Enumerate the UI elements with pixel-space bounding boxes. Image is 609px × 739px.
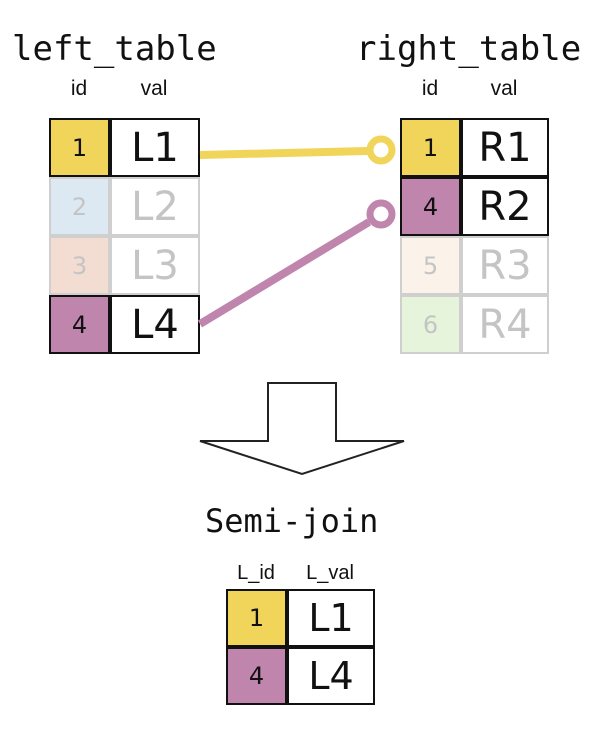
left-table-id-cell: 1 xyxy=(49,118,110,177)
left-table-val-cell: L4 xyxy=(110,295,200,354)
right-table-id-cell: 1 xyxy=(400,118,461,177)
connector-line-4 xyxy=(197,218,372,328)
right-id-header: id xyxy=(421,77,439,100)
connector-end-1 xyxy=(366,135,396,165)
left-table-id-cell: 4 xyxy=(49,295,110,354)
left-val-header: val xyxy=(140,77,168,100)
right-table-id-cell: 5 xyxy=(400,236,461,295)
connector-line-1 xyxy=(199,147,368,159)
left-table-val-cell: L3 xyxy=(110,236,200,295)
connector-end-4 xyxy=(366,199,396,229)
left-table-val-cell: L1 xyxy=(110,118,200,177)
down-arrow-icon xyxy=(199,382,405,476)
left-id-header: id xyxy=(70,77,88,100)
result-val-cell: L1 xyxy=(287,589,375,647)
right-table-val-cell: R3 xyxy=(461,236,549,295)
result-val-cell: L4 xyxy=(287,647,375,705)
right-table-val-cell: R1 xyxy=(461,118,549,177)
right-table-id-cell: 4 xyxy=(400,177,461,236)
left-table-id-cell: 3 xyxy=(49,236,110,295)
result-id-cell: 4 xyxy=(226,647,287,705)
result-id-cell: 1 xyxy=(226,589,287,647)
left-table-title: left_table xyxy=(12,29,217,69)
result-val-header: L_val xyxy=(306,562,354,584)
right-table-id-cell: 6 xyxy=(400,295,461,354)
right-table-val-cell: R4 xyxy=(461,295,549,354)
left-table-id-cell: 2 xyxy=(49,177,110,236)
left-table-val-cell: L2 xyxy=(110,177,200,236)
result-title: Semi-join xyxy=(205,502,379,540)
result-id-header: L_id xyxy=(237,562,275,584)
right-table-title: right_table xyxy=(356,29,582,69)
right-val-header: val xyxy=(490,77,518,100)
right-table-val-cell: R2 xyxy=(461,177,549,236)
